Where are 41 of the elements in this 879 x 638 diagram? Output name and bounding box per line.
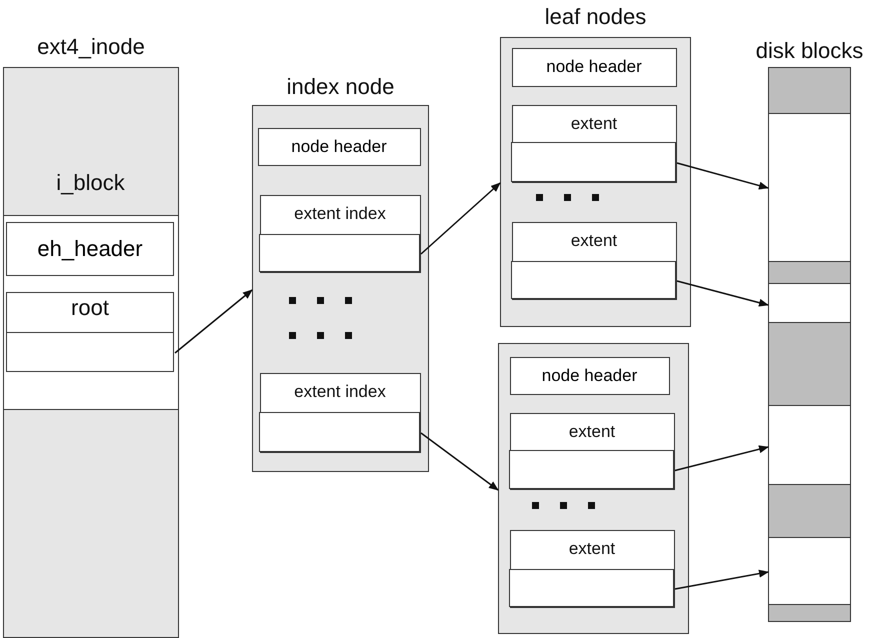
disk-block xyxy=(768,112,850,262)
arrow xyxy=(676,162,769,190)
pointer-cell xyxy=(259,234,420,272)
disk-block xyxy=(768,404,850,484)
header-field: node header xyxy=(258,128,420,166)
root-field xyxy=(6,292,174,372)
disk-block xyxy=(768,282,850,322)
arrow xyxy=(420,182,501,255)
box-heading: leaf nodes xyxy=(544,4,648,30)
pointer-cell xyxy=(509,450,674,489)
box-heading: i_block xyxy=(55,170,126,196)
extent-entry xyxy=(512,222,676,300)
header-field: node header xyxy=(510,356,670,394)
pointer-cell xyxy=(509,569,674,607)
header-field: node header xyxy=(512,48,676,86)
arrow xyxy=(420,432,499,491)
entry-label: extent xyxy=(570,230,618,250)
entry-label: extent xyxy=(568,538,616,558)
pointer-cell xyxy=(259,412,420,452)
arrow xyxy=(676,280,769,307)
box-heading: disk blocks xyxy=(754,38,864,64)
entry-label: extent xyxy=(570,114,618,134)
extent-entry xyxy=(512,104,676,182)
arrow xyxy=(674,445,769,472)
box-heading: index node xyxy=(286,74,396,100)
leaf-node-box xyxy=(498,343,689,634)
pointer-cell xyxy=(511,142,676,182)
index-entry xyxy=(260,372,420,452)
entry-label: root xyxy=(70,295,110,321)
index-entry xyxy=(260,194,420,272)
arrow xyxy=(674,570,769,590)
header-field: eh_header xyxy=(6,222,174,276)
box-heading: ext4_inode xyxy=(36,34,146,60)
extent-entry xyxy=(510,412,674,490)
entry-label: extent xyxy=(568,422,616,442)
arrow xyxy=(174,289,253,354)
disk-block xyxy=(768,536,850,604)
extent-entry xyxy=(510,530,674,608)
entry-label: extent index xyxy=(293,382,387,402)
pointer-cell xyxy=(511,261,676,299)
entry-label: extent index xyxy=(293,204,387,224)
